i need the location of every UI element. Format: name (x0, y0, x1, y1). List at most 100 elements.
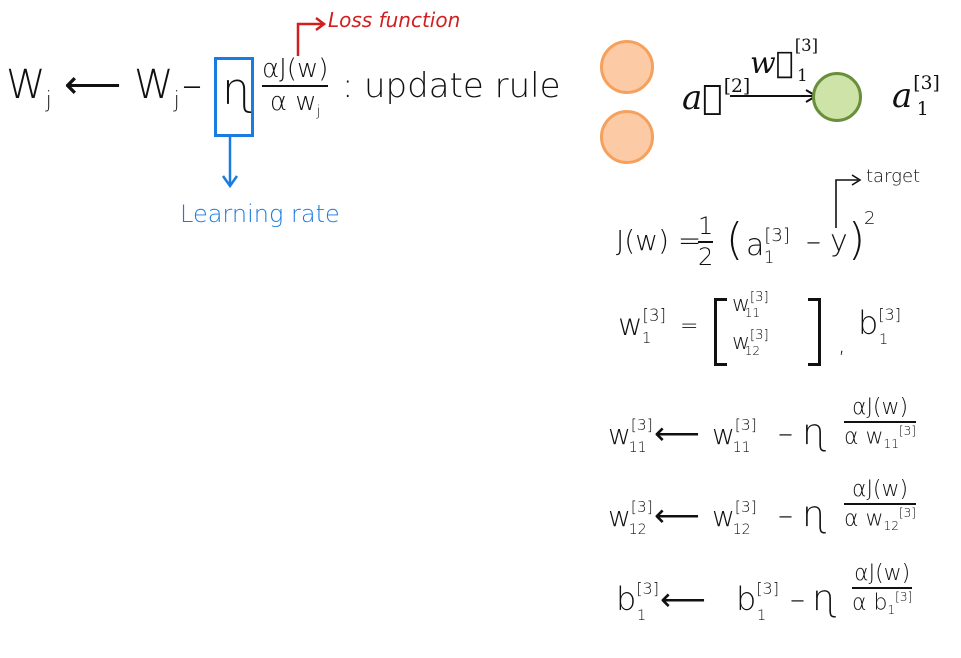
matrix-left-bracket (714, 298, 727, 366)
cost-output-term: a[3]1 (746, 225, 800, 267)
rhs-weight-base: W (134, 62, 174, 108)
half-numerator: 1 (698, 212, 714, 240)
update-3-lhs-sup: [3] (636, 579, 659, 598)
update-1-numerator: αJ(w) (851, 395, 909, 420)
update-2-fraction: αJ(w) α w12[3] (844, 477, 917, 533)
matrix-right-bracket (808, 298, 821, 366)
update-2-minus: – (778, 498, 793, 533)
cost-lhs: J(w) = (616, 224, 702, 257)
input-activation-label: a⃗[2] (682, 76, 750, 118)
update-3-arrow: ⟵ (660, 580, 706, 618)
colon: : (342, 66, 354, 106)
cost-a-base: a (746, 228, 765, 263)
bias-term: b[3]1 (858, 304, 910, 348)
matrix-entry-1: w[3]11 (732, 290, 784, 320)
update-1-fraction: αJ(w) α w11[3] (844, 395, 917, 452)
update-3-rhs-sup: [3] (756, 579, 779, 598)
fraction-bar (262, 85, 329, 88)
matrix-entry-2: w[3]12 (732, 328, 784, 358)
half-bar (698, 241, 714, 244)
learning-rate-arrow (221, 136, 239, 189)
learning-rate-box (214, 57, 254, 137)
weight-vector-lhs: w[3] 1 (618, 306, 675, 347)
weight-vector-lhs-sup: [3] (642, 306, 666, 325)
update-3-den-base: α b (852, 590, 888, 616)
update-1-rhs-sup: [3] (734, 416, 757, 434)
cost-minus: – (806, 224, 821, 259)
update-3-den-sub: 1 (887, 603, 896, 618)
update-2-lhs-sub: 12 (628, 522, 647, 538)
gradient-denominator-base: α w (269, 87, 317, 118)
update-3-rhs: b[3] 1 (736, 579, 788, 624)
update-2-den-sub: 12 (883, 519, 899, 534)
update-2-bar (844, 503, 917, 506)
gradient-numerator: αJ(w) (262, 54, 329, 84)
input-activation-sup: [2] (723, 76, 751, 97)
rhs-weight-sub: j (173, 87, 180, 113)
half-fraction: 1 2 (698, 212, 714, 272)
input-neuron-2 (600, 110, 654, 164)
cost-target-y: y (830, 224, 848, 259)
update-3-fraction: αJ(w) α b1[3] (852, 561, 913, 617)
update-2-eta: ɳ (802, 494, 825, 535)
lhs-weight-base: W (6, 62, 46, 108)
weight-vector-lhs-sub: 1 (641, 329, 652, 347)
update-3-eta: ɳ (812, 578, 835, 619)
update-1-rhs-base: w (712, 418, 735, 451)
half-denominator: 2 (698, 243, 714, 272)
matrix-entry-1-sup: [3] (750, 290, 769, 305)
update-2-rhs-sup: [3] (734, 498, 757, 516)
weight-vector-lhs-base: w (618, 308, 643, 343)
cost-power: 2 (864, 208, 876, 229)
update-2-rhs-sub: 12 (732, 522, 751, 538)
update-2-lhs-sup: [3] (630, 498, 653, 516)
update-1-minus: – (778, 416, 793, 451)
update-2-rhs-base: w (712, 500, 735, 533)
update-3-rhs-base: b (736, 580, 757, 618)
loss-function-label: Loss function (328, 8, 461, 32)
update-2-numerator: αJ(w) (851, 477, 909, 502)
update-2-lhs: w[3] 12 (608, 498, 671, 538)
update-1-rhs: w[3] 11 (712, 416, 775, 456)
update-1-eta: ɳ (802, 412, 825, 453)
matrix-entry-1-sub: 11 (744, 306, 761, 320)
weight-vector-eq: = (680, 314, 699, 339)
matrix-entry-2-base: w (732, 330, 750, 355)
gradient-fraction: αJ(w) α wj (262, 54, 329, 120)
cost-a-sup: [3] (764, 225, 790, 246)
target-arrow (835, 174, 862, 228)
update-1-lhs-sup: [3] (630, 416, 653, 434)
update-1-lhs-sub: 11 (628, 440, 647, 456)
close-paren: ) (848, 214, 866, 265)
weight-vector-sup: [3] (794, 36, 819, 55)
update-2-lhs-base: w (608, 500, 631, 533)
minus-sign: – (182, 62, 202, 108)
update-rule-label: update rule (364, 66, 561, 106)
update-1-rhs-sub: 11 (732, 440, 751, 456)
open-paren: ( (726, 214, 744, 265)
update-1-den-sup: [3] (898, 424, 917, 439)
update-2-denominator: α w12[3] (844, 507, 916, 533)
update-3-denominator: α b1[3] (852, 591, 912, 617)
bias-sub: 1 (878, 332, 889, 348)
weight-connection-arrow (730, 89, 818, 103)
update-3-lhs-sub: 1 (636, 608, 647, 624)
update-3-numerator: αJ(w) (854, 561, 911, 586)
update-3-rhs-sub: 1 (756, 608, 767, 624)
lhs-weight-sub: j (45, 87, 52, 113)
target-label: target (866, 166, 921, 187)
update-3-minus: – (790, 582, 805, 617)
update-1-den-sub: 11 (883, 437, 899, 452)
bias-base: b (858, 304, 879, 342)
weight-vector-comma: , (838, 330, 846, 358)
matrix-entry-2-sub: 12 (744, 344, 761, 358)
update-2-den-base: α w (844, 506, 884, 532)
weight-vector-base: w⃗ (750, 46, 794, 81)
update-3-lhs-base: b (616, 580, 637, 618)
weight-vector-label: w⃗[3] 1 (750, 36, 828, 85)
lhs-weight: Wj (6, 62, 52, 113)
update-1-lhs-base: w (608, 418, 631, 451)
update-1-lhs: w[3] 11 (608, 416, 671, 456)
weight-vector-sub: 1 (797, 66, 808, 85)
update-1-bar (844, 421, 917, 424)
